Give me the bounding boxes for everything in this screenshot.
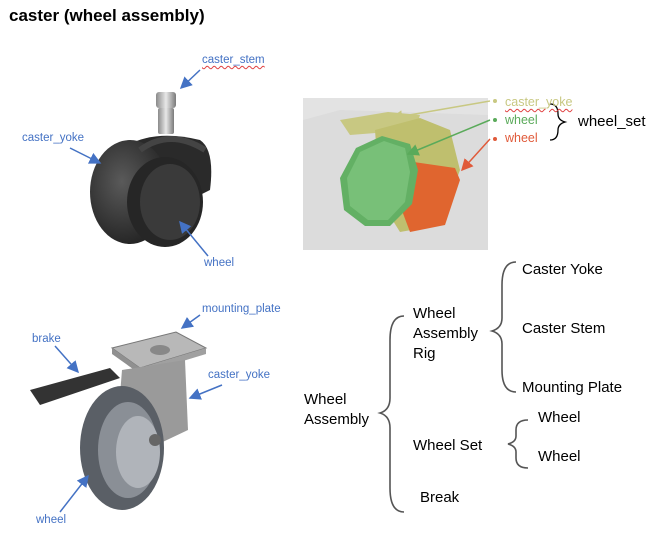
legend-caster-yoke: caster_yoke (505, 95, 573, 109)
legend-wheel-red: wheel (505, 131, 538, 145)
arrow-caster-stem (179, 69, 201, 90)
legend-wheel-green: wheel (505, 113, 538, 127)
arrow-caster-yoke-1 (69, 147, 102, 164)
node-wheel-assembly: Wheel Assembly (304, 391, 370, 428)
root-brace (377, 315, 405, 513)
caster-photo-2 (30, 331, 208, 510)
wheel-set-group-brace (507, 419, 529, 469)
arrow-brake (54, 345, 79, 374)
wheel-set-brace (549, 103, 568, 141)
label-wheel-1: wheel (204, 257, 235, 269)
label-wheel-2: wheel (36, 514, 67, 526)
label-caster-stem: caster_stem (202, 54, 265, 66)
page-title: caster (wheel assembly) (9, 6, 205, 25)
caster-photo-1 (90, 92, 212, 247)
node-wheel-assembly-rig: Wheel Assembly Rig (413, 305, 479, 362)
node-caster-yoke: Caster Yoke (522, 261, 603, 278)
arrow-wheel-1 (179, 220, 209, 257)
label-caster-yoke-1: caster_yoke (22, 132, 85, 144)
arrow-yoke-render (390, 100, 491, 123)
arrow-wheel-2 (59, 474, 89, 513)
node-wheel-set: Wheel Set (413, 437, 483, 454)
arrow-wheel-red (460, 138, 491, 172)
node-wheel-a: Wheel (538, 409, 581, 426)
arrow-mounting-plate (180, 314, 201, 329)
label-wheel-set: wheel_set (578, 113, 646, 130)
node-wheel-b: Wheel (538, 448, 581, 465)
rig-brace (489, 261, 517, 393)
arrow-caster-yoke-2 (188, 384, 223, 400)
label-brake: brake (32, 333, 61, 345)
node-mounting-plate: Mounting Plate (522, 379, 623, 396)
render-3d (303, 98, 488, 250)
label-caster-yoke-2: caster_yoke (208, 369, 271, 381)
label-mounting-plate: mounting_plate (202, 303, 281, 315)
arrow-wheel-green (406, 119, 491, 156)
node-caster-stem: Caster Stem (522, 320, 606, 337)
node-break: Break (420, 489, 460, 506)
